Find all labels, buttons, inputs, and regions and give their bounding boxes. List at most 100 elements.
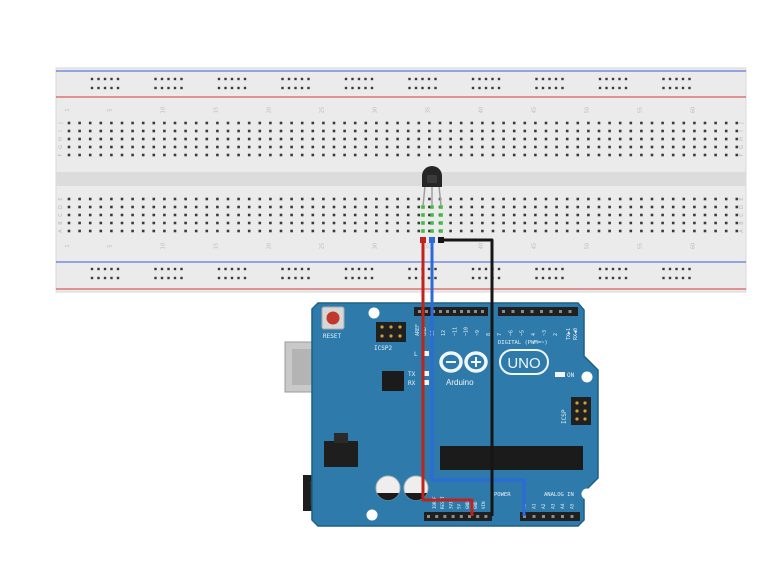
breadboard-hole[interactable]: [438, 129, 442, 133]
header-pin[interactable]: [570, 515, 574, 518]
breadboard-hole[interactable]: [205, 229, 209, 233]
breadboard-hole[interactable]: [131, 197, 134, 201]
breadboard-hole[interactable]: [290, 221, 293, 225]
rail-hole[interactable]: [160, 77, 164, 81]
breadboard-hole[interactable]: [163, 213, 166, 217]
breadboard-hole[interactable]: [661, 197, 664, 201]
breadboard-hole[interactable]: [205, 205, 209, 209]
breadboard-hole[interactable]: [608, 205, 611, 209]
breadboard-hole[interactable]: [406, 205, 410, 209]
breadboard-hole[interactable]: [131, 213, 134, 217]
breadboard-hole[interactable]: [67, 205, 71, 209]
rail-hole[interactable]: [414, 276, 418, 280]
breadboard-hole[interactable]: [544, 221, 548, 225]
breadboard-hole[interactable]: [576, 153, 580, 157]
header-pin[interactable]: [521, 310, 524, 313]
breadboard-hole[interactable]: [650, 137, 654, 141]
breadboard-hole[interactable]: [470, 121, 474, 125]
rail-hole[interactable]: [281, 276, 284, 280]
breadboard-hole[interactable]: [724, 205, 728, 209]
breadboard-hole[interactable]: [173, 213, 177, 217]
header-pin[interactable]: [467, 310, 470, 313]
breadboard-hole[interactable]: [555, 121, 558, 125]
rail-hole[interactable]: [548, 77, 551, 81]
breadboard-hole[interactable]: [650, 229, 654, 233]
breadboard-hole[interactable]: [385, 121, 389, 125]
rail-hole[interactable]: [618, 276, 621, 280]
active-hole[interactable]: [439, 229, 443, 233]
breadboard-hole[interactable]: [693, 213, 696, 217]
breadboard-hole[interactable]: [353, 153, 357, 157]
breadboard-hole[interactable]: [406, 153, 410, 157]
breadboard-hole[interactable]: [565, 221, 569, 225]
breadboard-hole[interactable]: [555, 197, 558, 201]
breadboard-hole[interactable]: [661, 121, 664, 125]
breadboard-hole[interactable]: [385, 229, 389, 233]
breadboard-hole[interactable]: [343, 205, 346, 209]
breadboard-hole[interactable]: [512, 221, 516, 225]
breadboard-hole[interactable]: [534, 205, 537, 209]
breadboard-hole[interactable]: [671, 145, 675, 149]
breadboard-hole[interactable]: [332, 129, 336, 133]
breadboard-hole[interactable]: [173, 129, 177, 133]
breadboard-hole[interactable]: [332, 137, 336, 141]
breadboard-hole[interactable]: [576, 197, 580, 201]
rail-hole[interactable]: [300, 77, 304, 81]
breadboard-hole[interactable]: [703, 205, 707, 209]
breadboard-hole[interactable]: [481, 213, 484, 217]
breadboard-hole[interactable]: [353, 221, 357, 225]
breadboard-hole[interactable]: [311, 153, 315, 157]
breadboard-hole[interactable]: [184, 213, 187, 217]
breadboard-hole[interactable]: [449, 213, 452, 217]
breadboard-hole[interactable]: [163, 197, 166, 201]
breadboard-hole[interactable]: [141, 205, 145, 209]
breadboard-hole[interactable]: [332, 121, 336, 125]
breadboard-hole[interactable]: [534, 213, 537, 217]
rail-hole[interactable]: [408, 276, 411, 280]
rail-hole[interactable]: [287, 86, 291, 90]
breadboard-hole[interactable]: [120, 205, 124, 209]
breadboard-hole[interactable]: [470, 221, 474, 225]
breadboard-hole[interactable]: [290, 197, 293, 201]
breadboard-hole[interactable]: [279, 129, 283, 133]
breadboard-hole[interactable]: [587, 205, 590, 209]
rail-hole[interactable]: [154, 86, 157, 90]
rail-hole[interactable]: [237, 276, 240, 280]
breadboard-hole[interactable]: [332, 205, 336, 209]
breadboard-hole[interactable]: [364, 197, 368, 201]
breadboard-hole[interactable]: [290, 121, 293, 125]
breadboard-hole[interactable]: [78, 221, 81, 225]
rail-hole[interactable]: [471, 276, 475, 280]
rail-hole[interactable]: [281, 86, 284, 90]
header-pin[interactable]: [443, 515, 447, 518]
breadboard-hole[interactable]: [205, 153, 209, 157]
breadboard-hole[interactable]: [650, 121, 654, 125]
breadboard-hole[interactable]: [449, 205, 452, 209]
rail-hole[interactable]: [478, 77, 481, 81]
breadboard-hole[interactable]: [640, 197, 643, 201]
breadboard-hole[interactable]: [459, 205, 463, 209]
breadboard-hole[interactable]: [438, 153, 442, 157]
breadboard-hole[interactable]: [491, 197, 495, 201]
breadboard-hole[interactable]: [216, 213, 219, 217]
breadboard-hole[interactable]: [417, 153, 421, 157]
rail-hole[interactable]: [370, 267, 374, 271]
rail-hole[interactable]: [491, 86, 494, 90]
breadboard-hole[interactable]: [311, 221, 315, 225]
breadboard-hole[interactable]: [618, 229, 622, 233]
rail-hole[interactable]: [167, 77, 170, 81]
breadboard-hole[interactable]: [534, 121, 537, 125]
rail-hole[interactable]: [180, 86, 183, 90]
breadboard-hole[interactable]: [481, 137, 484, 141]
breadboard-hole[interactable]: [597, 229, 601, 233]
breadboard-hole[interactable]: [428, 221, 431, 225]
rail-hole[interactable]: [497, 267, 501, 271]
rail-hole[interactable]: [351, 267, 354, 271]
breadboard-hole[interactable]: [693, 205, 696, 209]
breadboard-hole[interactable]: [544, 229, 548, 233]
breadboard-hole[interactable]: [661, 221, 664, 225]
breadboard-hole[interactable]: [237, 153, 240, 157]
rail-hole[interactable]: [554, 77, 558, 81]
breadboard-hole[interactable]: [322, 153, 325, 157]
rail-hole[interactable]: [427, 267, 431, 271]
